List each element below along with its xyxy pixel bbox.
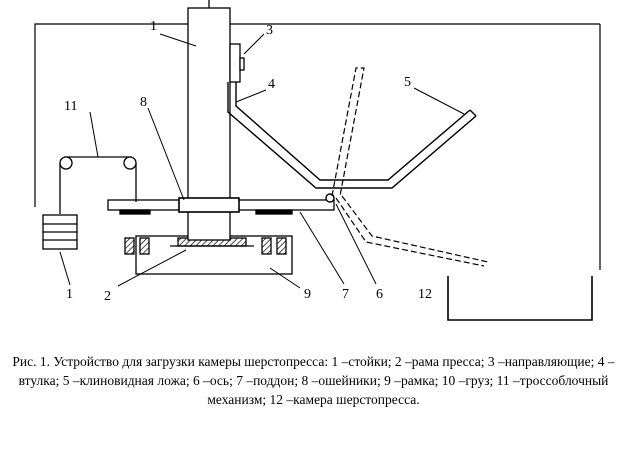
press-chamber	[447, 276, 593, 321]
axis-pivot	[325, 193, 335, 203]
label-2: 2	[104, 289, 111, 304]
figure-caption: Рис. 1. Устройство для загрузки камеры ш…	[12, 354, 615, 407]
frame-outline	[34, 23, 601, 270]
label-3: 3	[266, 23, 273, 38]
label-7: 7	[342, 287, 349, 302]
leader-lines	[59, 33, 465, 289]
weight	[42, 214, 78, 250]
label-9: 9	[304, 287, 311, 302]
label-11: 11	[64, 99, 77, 114]
label-1-top: 1	[150, 19, 157, 34]
label-5: 5	[404, 75, 411, 90]
column-stand	[178, 0, 240, 241]
press-frame-base	[124, 235, 293, 275]
press-loading-device-diagram: 1 3 4 5 8 11 1 2 9 7 6 12	[34, 0, 601, 321]
label-6: 6	[376, 287, 383, 302]
guide	[229, 43, 245, 83]
label-12: 12	[418, 287, 432, 302]
label-8: 8	[140, 95, 147, 110]
label-1-left: 1	[66, 287, 73, 302]
label-4: 4	[268, 77, 275, 92]
tilted-lodge-positions	[331, 67, 489, 267]
cable-pulley-mechanism	[59, 156, 137, 214]
wedge-lodge	[227, 82, 477, 189]
